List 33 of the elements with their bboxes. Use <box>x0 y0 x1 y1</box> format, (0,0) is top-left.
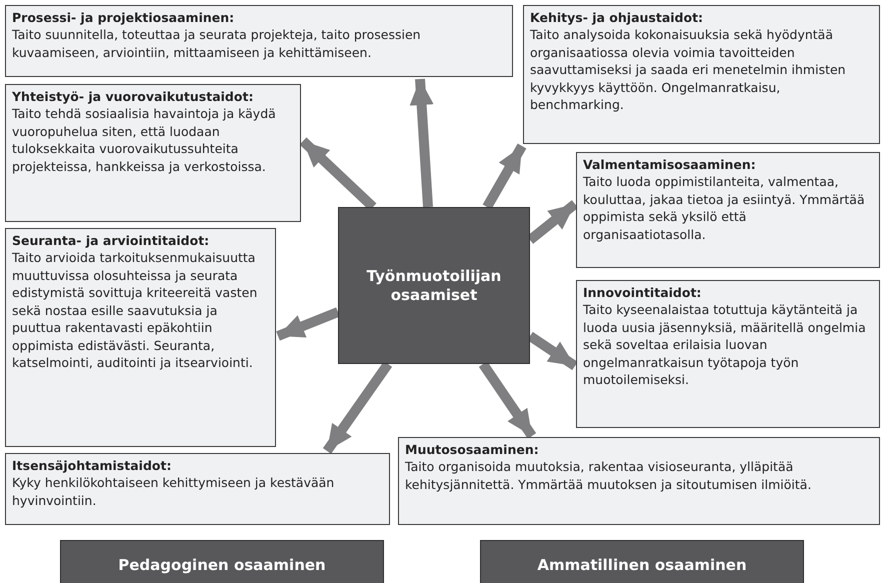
arrow <box>482 144 526 210</box>
competence-box <box>523 5 880 144</box>
heading: Ammatillinen osaaminen <box>537 556 747 574</box>
heading: Innovointitaidot: <box>583 284 702 301</box>
category-bar <box>480 540 804 583</box>
center-box <box>338 207 530 364</box>
heading: Yhteistyö- ja vuorovaikutustaidot: <box>12 88 254 105</box>
heading: Kehitys- ja ohjaustaidot: <box>530 9 704 26</box>
heading: Valmentamisosaaminen: <box>583 156 757 173</box>
description: Kyky henkilökohtaiseen kehittymiseen ja kestävään hyvinvointiin. <box>12 474 336 509</box>
description: Taito organisoida muutoksia, rakentaa visioseuranta, ylläpitää kehitysjännitettä. Ymmärtää muutoksen ja sitoutumisen ilmiöitä. <box>405 458 812 493</box>
description: Taito arvioida tarkoituksenmukaisuutta muuttuvissa olosuhteissa ja seurata edistymistä sovittuja kriteereitä vasten sekä nostaa esille saavutuksia ja puuttua rakentavasti epäkohtiin oppimista edistävästi. Seuranta, katselmointi, auditointi ja itsearviointi. <box>12 249 258 372</box>
description: Taito tehdä sosiaalisia havaintoja ja käydä vuoropuhelua siten, että luodaan tuloksekkaita vuorovaikutussuhteita projekteissa, hankkeissa ja verkostoissa. <box>12 105 277 175</box>
heading: Pedagoginen osaaminen <box>118 556 326 574</box>
competence-box <box>576 280 880 428</box>
heading: Prosessi- ja projektiosaaminen: <box>12 9 236 26</box>
heading: Itsensäjohtamistaidot: <box>12 457 172 474</box>
competence-box <box>5 5 513 77</box>
arrow <box>410 78 434 208</box>
competence-box <box>5 228 276 447</box>
heading: Työnmuotoilijan osaamiset <box>366 266 502 304</box>
description: Taito kyseenalaistaa totuttuja käytänteitä ja luoda uusia jäsennyksiä, määritellä ongelmia sekä soveltaa erilaisia luovan ongelmanratkaisun työtapoja työn muotoilemiseksi. <box>583 301 867 388</box>
category-bar <box>60 540 384 583</box>
competence-box <box>576 152 880 268</box>
arrow <box>276 307 340 341</box>
heading: Seuranta- ja arviointitaidot: <box>12 232 210 249</box>
description: Taito luoda oppimistilanteita, valmentaa, kouluttaa, jakaa tietoa ja esiintyä. Ymmärtää oppimista sekä yksilö että organisaatiotasolla. <box>583 173 866 243</box>
competence-box <box>5 84 301 222</box>
competence-box <box>5 453 390 525</box>
heading: Muutososaaminen: <box>405 441 540 458</box>
description: Taito analysoida kokonaisuuksia sekä hyödyntää organisaatiossa olevia voimia tavoitteiden saavuttamiseksi ja saada eri menetelmin ihmisten kyvykkyys käyttöön. Ongelmanratkaisu, benchmarking. <box>530 26 847 114</box>
description: Taito suunnitella, toteuttaa ja seurata projekteja, taito prosessien kuvaamiseen, arviointiin, mittaamiseen ja kehittämiseen. <box>12 26 422 61</box>
competence-box <box>398 437 880 525</box>
